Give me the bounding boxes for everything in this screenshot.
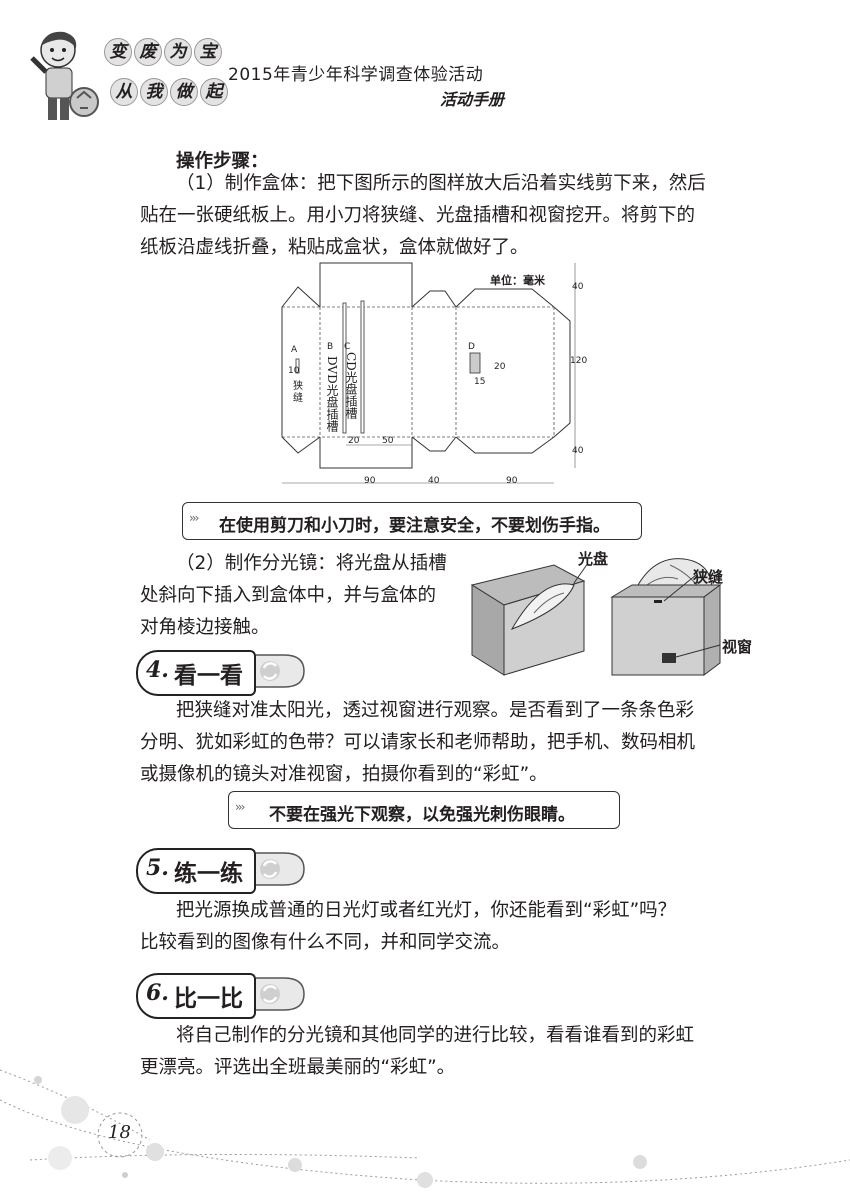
unit-label: 单位：毫米 — [490, 274, 545, 287]
refresh-icon — [256, 977, 305, 1011]
section-5-title: 练一练 — [174, 860, 243, 887]
warning-text-eyes: 不要在强光下观察，以免强光刺伤眼睛。 — [269, 805, 575, 825]
section-5-badge: 5. 练一练 — [136, 848, 306, 894]
step2-line-1: （2）制作分光镜：将光盘从插槽 — [176, 553, 447, 574]
section-6-line-1: 将自己制作的分光镜和其他同学的进行比较，看看谁看到的彩虹 — [176, 1025, 695, 1046]
section-6-line-2: 更漂亮。评选出全班最美丽的“彩虹”。 — [140, 1057, 456, 1078]
section-4-line-3: 或摄像机的镜头对准视窗，拍摄你看到的“彩虹”。 — [140, 764, 548, 785]
header-title: 2015年青少年科学调查体验活动 — [228, 65, 484, 85]
figure-label-slit: 狭缝 — [693, 568, 724, 586]
section-4-title: 看一看 — [174, 662, 243, 689]
refresh-icon — [256, 852, 305, 886]
banner-char-6: 我 — [140, 78, 168, 106]
figure-label-disc: 光盘 — [578, 550, 609, 568]
step2-line-2: 处斜向下插入到盒体中，并与盒体的 — [140, 585, 437, 606]
banner-char-8: 起 — [200, 78, 228, 106]
section-5-line-1: 把光源换成普通的日光灯或者红光灯，你还能看到“彩虹”吗？ — [176, 900, 677, 921]
dim-90-left: 90 — [364, 476, 376, 486]
dim-50: 50 — [382, 436, 394, 446]
slit-letter: A — [291, 345, 298, 355]
warning-box-eyes: ››› 不要在强光下观察，以免强光刺伤眼睛。 — [228, 791, 620, 829]
cd-letter: C — [344, 342, 351, 352]
banner-char-4: 宝 — [194, 38, 222, 66]
box-net-diagram — [281, 262, 576, 484]
banner-char-3: 为 — [164, 38, 192, 66]
dim-20: 20 — [348, 436, 360, 446]
chevron-right-icon: ››› — [235, 800, 246, 814]
section-4-pill — [136, 650, 256, 696]
steps-heading: 操作步骤： — [176, 151, 269, 172]
mascot-boy-recycle-icon — [30, 31, 99, 120]
dvd-label: DVD光盘插槽 — [325, 356, 339, 432]
step2-line-3: 对角棱边接触。 — [140, 617, 270, 638]
window-letter: D — [468, 342, 475, 352]
dim-40-mid: 40 — [428, 476, 440, 486]
refresh-icon — [256, 654, 305, 688]
banner-char-1: 变 — [104, 38, 132, 66]
step1-line-2: 贴在一张硬纸板上。用小刀将狭缝、光盘插槽和视窗挖开。将剪下的 — [140, 205, 696, 226]
step1-line-1: （1）制作盒体：把下图所示的图样放大后沿着实线剪下来，然后 — [176, 173, 706, 194]
window-height: 20 — [494, 362, 506, 372]
banner-char-7: 做 — [170, 78, 198, 106]
banner-char-2: 废 — [134, 38, 162, 66]
dim-90-right: 90 — [506, 476, 518, 486]
header-subtitle: 活动手册 — [440, 90, 505, 109]
dim-40-top: 40 — [572, 282, 584, 292]
section-4-line-2: 分明、犹如彩虹的色带？可以请家长和老师帮助，把手机、数码相机 — [140, 732, 696, 753]
cd-label: CD光盘插槽 — [344, 352, 358, 419]
section-5-line-2: 比较看到的图像有什么不同，并和同学交流。 — [140, 932, 511, 953]
warning-text-safety: 在使用剪刀和小刀时，要注意安全，不要划伤手指。 — [219, 516, 610, 536]
slit-label: 狭缝 — [293, 381, 303, 404]
section-5-pill — [136, 848, 256, 894]
dim-40-bottom: 40 — [572, 446, 584, 456]
section-4-line-1: 把狭缝对准太阳光，透过视窗进行观察。是否看到了一条条色彩 — [176, 700, 695, 721]
spectroscope-box-figure — [470, 558, 722, 676]
section-4-badge: 4. 看一看 — [136, 650, 306, 696]
chevron-right-icon: ››› — [189, 511, 200, 525]
footer-decoration — [0, 1069, 850, 1188]
section-6-pill — [136, 973, 256, 1019]
section-6-badge: 6. 比一比 — [136, 973, 306, 1019]
window-width: 15 — [474, 377, 486, 387]
step1-line-3: 纸板沿虚线折叠，粘贴成盒状，盒体就做好了。 — [140, 237, 529, 258]
section-5-number: 5. — [146, 855, 169, 881]
dvd-letter: B — [327, 342, 334, 352]
page-number: 18 — [108, 1122, 131, 1143]
banner-char-5: 从 — [110, 78, 138, 106]
section-4-number: 4. — [146, 657, 169, 683]
warning-box-safety: ››› 在使用剪刀和小刀时，要注意安全，不要划伤手指。 — [182, 502, 642, 540]
figure-label-window: 视窗 — [722, 638, 753, 656]
dim-120: 120 — [570, 356, 588, 366]
section-6-number: 6. — [146, 980, 169, 1006]
slit-size: 10 — [288, 366, 300, 376]
section-6-title: 比一比 — [174, 985, 243, 1012]
